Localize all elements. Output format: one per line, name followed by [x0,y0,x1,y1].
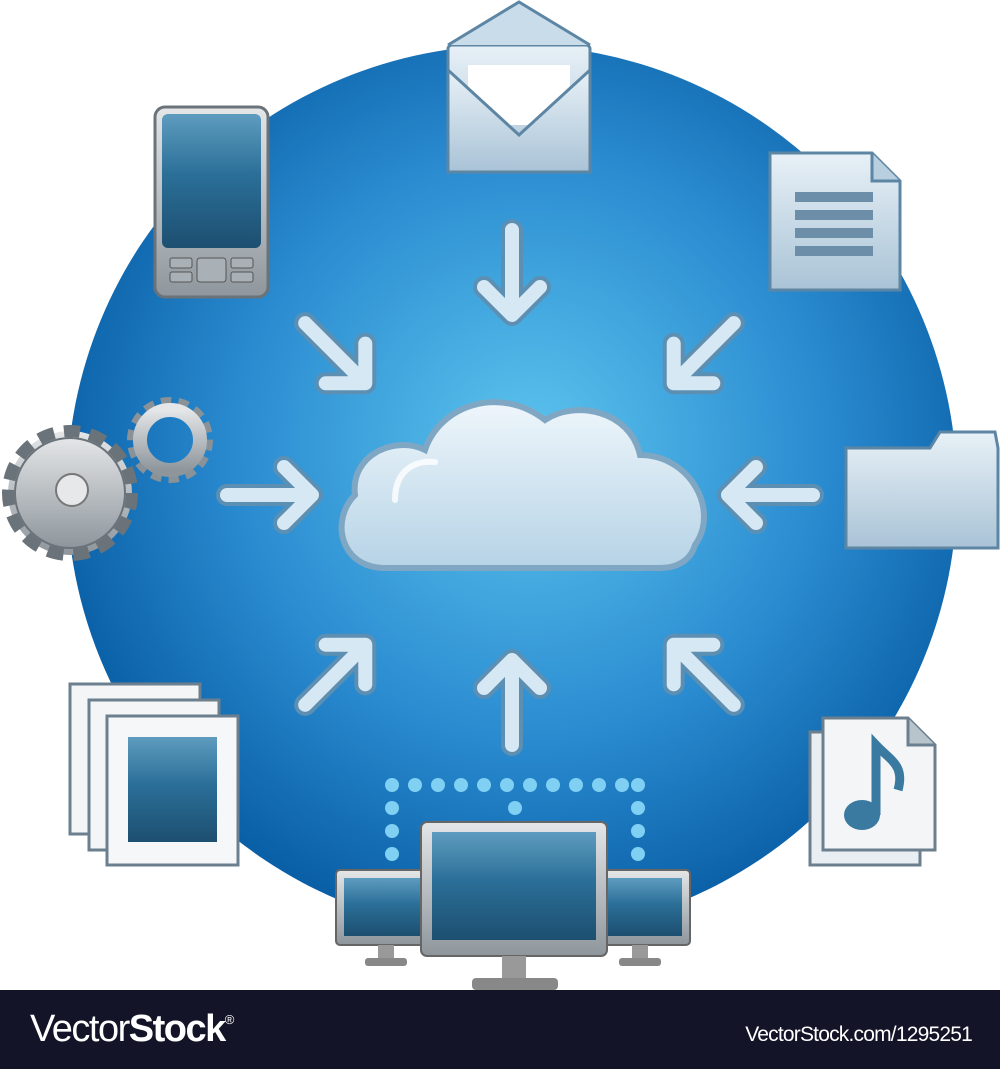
photos-icon [68,682,240,867]
mobile-phone-icon [153,105,270,299]
gears-icon [2,397,213,561]
vectorstock-logo: VectorStock® [30,1008,235,1051]
registered-mark: ® [224,1012,235,1027]
cloud-icon [338,399,707,571]
cloud-computing-illustration [2,0,1000,990]
image-reference: VectorStock.com/1295251 [745,1023,973,1046]
monitors-network-icon [335,778,691,990]
logo-text-light: Vector [30,1008,130,1050]
music-file-icon [808,716,937,867]
folder-icon [844,430,1000,550]
envelope-icon [446,0,592,174]
watermark-bar: VectorStock® VectorStock.com/1295251 [0,990,1000,1069]
document-icon [768,151,902,292]
logo-text-bold: Stock [128,1008,226,1050]
